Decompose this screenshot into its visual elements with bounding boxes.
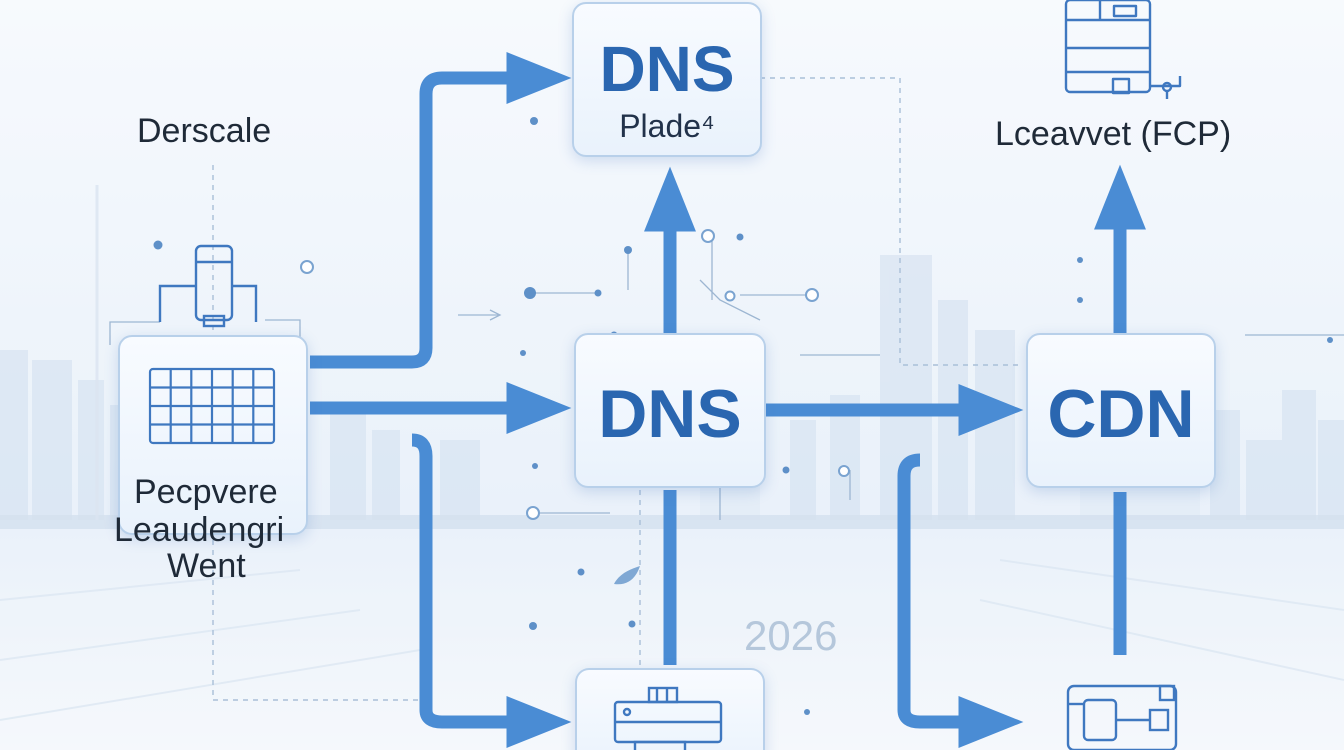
dns-top-node[interactable]: DNS Plade⁴ bbox=[572, 2, 762, 157]
label-top-right: Lceavvet (FCP) bbox=[995, 115, 1232, 153]
dns-center-node[interactable]: DNS bbox=[574, 333, 766, 488]
label-top-left: Derscale bbox=[137, 112, 272, 150]
label-left-line3: Went bbox=[167, 547, 246, 585]
bottom-center-node[interactable] bbox=[575, 668, 765, 750]
dns-top-title: DNS bbox=[599, 33, 735, 105]
dns-center-title: DNS bbox=[598, 376, 742, 452]
arrow-to-bottom-right bbox=[897, 453, 1024, 748]
label-left-line2: Leaudengri bbox=[114, 511, 285, 549]
left-grid-node[interactable] bbox=[118, 335, 308, 535]
dns-top-subtitle: Plade⁴ bbox=[619, 108, 715, 144]
watermark-year: 2026 bbox=[744, 612, 838, 659]
cdn-node[interactable]: CDN bbox=[1026, 333, 1216, 488]
cdn-title: CDN bbox=[1047, 376, 1195, 452]
arrow-left-to-dns-top bbox=[310, 52, 572, 369]
arrow-left-to-bottom bbox=[411, 433, 572, 748]
storage-box-icon bbox=[613, 686, 723, 750]
grid-panel-icon bbox=[148, 367, 276, 445]
label-left-line1: Pecpvere bbox=[134, 473, 278, 511]
